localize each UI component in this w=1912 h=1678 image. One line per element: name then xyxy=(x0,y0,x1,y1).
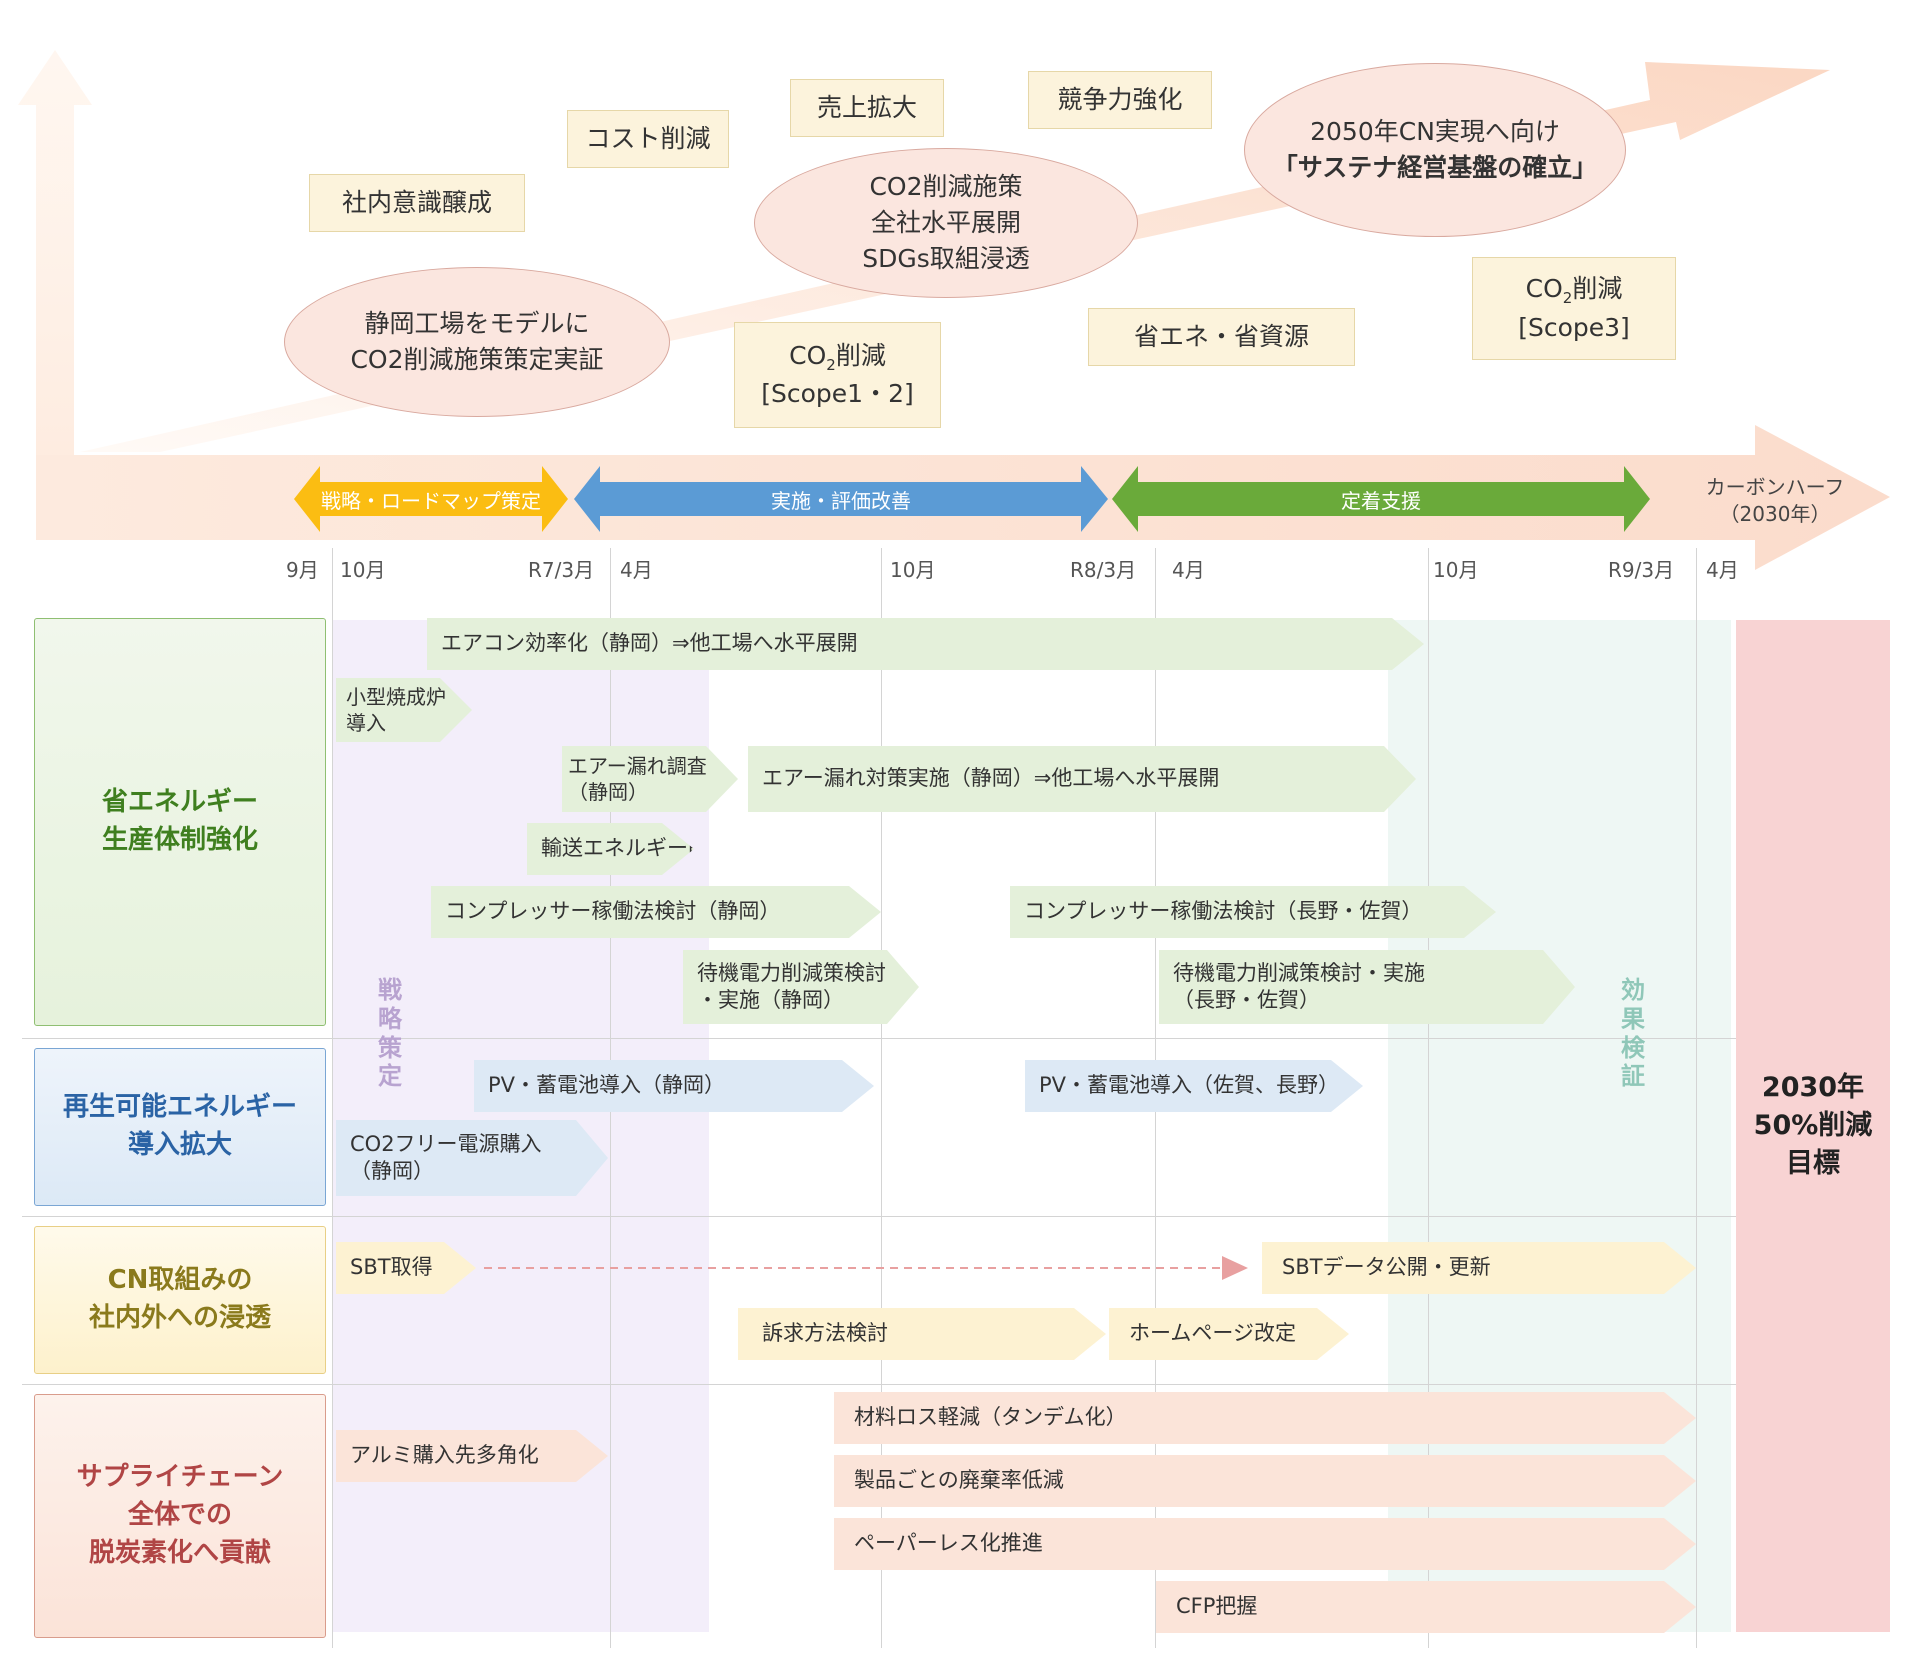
task-transport: 輸送エネルギー削減（焼入れ・塗装工程長野工場集約) xyxy=(527,823,694,875)
task-material: 材料ロス軽減（タンデム化） xyxy=(834,1392,1696,1444)
goal-competitiveness: 競争力強化 xyxy=(1028,71,1212,129)
scope12-pre: CO xyxy=(789,340,827,370)
stage3-ellipse: 2050年CN実現へ向け 「サステナ経営基盤の確立」 xyxy=(1244,63,1626,237)
goal-energy-saving: 省エネ・省資源 xyxy=(1088,308,1355,366)
task-appeal: 訴求方法検討 xyxy=(738,1308,1106,1360)
stage3-line2: 「サステナ経営基盤の確立」 xyxy=(1272,153,1598,182)
sbt-dashed-arrow xyxy=(484,1256,1248,1280)
category-cn: CN取組みの 社内外への浸透 xyxy=(34,1226,326,1374)
task-standby1: 待機電力削減策検討 ・実施（静岡） xyxy=(683,950,919,1024)
scope3-pre: CO xyxy=(1525,274,1563,303)
grid-line-oct3 xyxy=(1428,548,1429,1648)
goal-awareness: 社内意識醸成 xyxy=(309,174,525,232)
month-label: R7/3月 xyxy=(528,558,595,582)
grid-line-apr3 xyxy=(1696,548,1697,1648)
phase-implement-arrow xyxy=(574,466,1108,532)
row-separator xyxy=(22,1216,1742,1217)
phase-settle-label: 定着支援 xyxy=(1341,488,1421,513)
task-leak-action: エアー漏れ対策実施（静岡）⇒他工場へ水平展開 xyxy=(748,746,1416,812)
phase-strategy-label: 戦略・ロードマップ策定 xyxy=(321,488,541,513)
task-pv1: PV・蓄電池導入（静岡） xyxy=(474,1060,874,1112)
strategy-period-label: 戦 略 策 定 xyxy=(378,976,402,1091)
task-homepage: ホームページ改定 xyxy=(1109,1308,1349,1360)
month-label: 4月 xyxy=(1172,558,1205,582)
phase-implement-label: 実施・評価改善 xyxy=(771,488,911,513)
task-aluminum: アルミ購入先多角化 xyxy=(336,1430,608,1482)
scope12-post: 削減 xyxy=(835,340,886,370)
month-label: 4月 xyxy=(1706,558,1739,582)
task-furnace: 小型焼成炉 導入 xyxy=(336,678,472,742)
scope12-line2: [Scope1・2] xyxy=(761,379,914,409)
task-cfp: CFP把握 xyxy=(1156,1581,1696,1633)
month-label: R8/3月 xyxy=(1070,558,1137,582)
task-paperless: ペーパーレス化推進 xyxy=(834,1518,1696,1570)
stage3-line1: 2050年CN実現へ向け xyxy=(1310,116,1560,146)
category-renewable: 再生可能エネルギー 導入拡大 xyxy=(34,1048,326,1206)
scope3-sub: 2 xyxy=(1562,289,1573,307)
task-aircon: エアコン効率化（静岡）⇒他工場へ水平展開 xyxy=(427,618,1424,670)
task-waste: 製品ごとの廃棄率低減 xyxy=(834,1455,1696,1507)
goal-co2-scope12: CO2削減 [Scope1・2] xyxy=(734,322,941,428)
stage2-ellipse: CO2削減施策 全社水平展開 SDGs取組浸透 xyxy=(754,148,1138,298)
task-standby2: 待機電力削減策検討・実施 （長野・佐賀） xyxy=(1159,950,1575,1024)
category-supply: サプライチェーン 全体での 脱炭素化へ貢献 xyxy=(34,1394,326,1638)
task-sbt: SBT取得 xyxy=(336,1242,476,1294)
task-sbt-publish: SBTデータ公開・更新 xyxy=(1262,1242,1696,1294)
task-comp2: コンプレッサー稼働法検討（長野・佐賀） xyxy=(1010,886,1496,938)
task-comp1: コンプレッサー稼働法検討（静岡） xyxy=(431,886,881,938)
target-box: 2030年 50%削減 目標 xyxy=(1736,620,1890,1632)
month-label: 10月 xyxy=(340,558,386,582)
scope3-line2: [Scope3] xyxy=(1518,312,1630,342)
month-label: 10月 xyxy=(1433,558,1479,582)
goal-co2-scope3: CO2削減 [Scope3] xyxy=(1472,257,1676,360)
phase-settle-arrow xyxy=(1112,466,1650,532)
scope12-sub: 2 xyxy=(826,355,836,374)
row-separator xyxy=(22,1038,1742,1039)
scope3-post: 削減 xyxy=(1572,274,1623,303)
task-co2free: CO2フリー電源購入 （静岡） xyxy=(336,1120,608,1196)
phase-strategy-arrow xyxy=(294,466,568,532)
task-leak-survey: エアー漏れ調査 （静岡） xyxy=(562,746,738,812)
row-separator xyxy=(22,1384,1742,1385)
phase-arrows xyxy=(294,466,1650,532)
month-label: 4月 xyxy=(620,558,653,582)
goal-sales: 売上拡大 xyxy=(790,79,944,137)
task-pv2: PV・蓄電池導入（佐賀、長野） xyxy=(1025,1060,1363,1112)
carbon-half-label: カーボンハーフ （2030年） xyxy=(1705,475,1845,526)
grid-line-oct1 xyxy=(332,548,333,1648)
month-label: R9/3月 xyxy=(1608,558,1675,582)
verification-period-label: 効 果 検 証 xyxy=(1621,976,1645,1091)
month-label: 9月 xyxy=(286,558,319,582)
grid-line-oct2 xyxy=(881,548,882,1648)
category-energy: 省エネルギー 生産体制強化 xyxy=(34,618,326,1026)
month-label: 10月 xyxy=(890,558,936,582)
vertical-axis-arrow xyxy=(18,50,92,540)
goal-cost: コスト削減 xyxy=(567,110,729,168)
stage1-ellipse: 静岡工場をモデルに CO2削減施策策定実証 xyxy=(284,267,670,417)
